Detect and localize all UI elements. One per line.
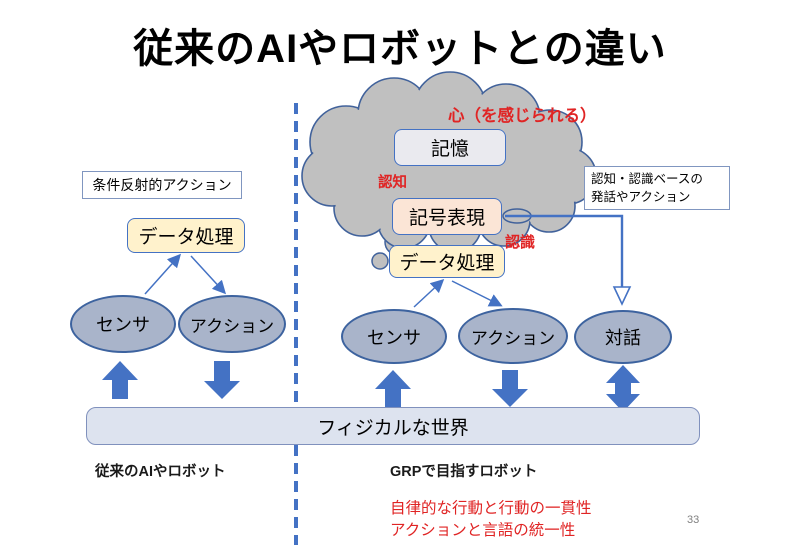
up-down-arrow-icon bbox=[606, 365, 640, 412]
right-caption: GRPで目指すロボット bbox=[390, 464, 538, 480]
left-connector-arrows bbox=[144, 253, 227, 295]
divider-dashed-line bbox=[294, 103, 298, 545]
physical-world-bar: フィジカルな世界 bbox=[86, 407, 700, 445]
left-action-ellipse: アクション bbox=[178, 295, 286, 353]
right-connector-arrows bbox=[413, 278, 503, 308]
cognition-label: 認知 bbox=[378, 175, 407, 191]
left-data-processing-box: データ処理 bbox=[127, 218, 245, 253]
note-line-1: 認知・認識ベースの bbox=[591, 172, 703, 186]
slide-title: 従来のAIやロボットとの違い bbox=[133, 27, 667, 71]
left-caption: 従来のAIやロボット bbox=[95, 464, 226, 480]
highlight-line-2: アクションと言語の統一性 bbox=[390, 521, 576, 539]
down-arrow-icon bbox=[492, 370, 528, 407]
block-arrows bbox=[102, 361, 640, 412]
right-action-ellipse: アクション bbox=[458, 308, 568, 364]
up-arrow-icon bbox=[102, 361, 138, 399]
symbol-representation-box: 記号表現 bbox=[392, 198, 502, 235]
dialogue-ellipse: 対話 bbox=[574, 310, 672, 364]
symbol-to-dialogue-connector bbox=[502, 208, 632, 306]
right-data-processing-box: データ処理 bbox=[389, 245, 505, 278]
left-sensor-ellipse: センサ bbox=[70, 295, 176, 353]
note-line-2: 発話やアクション bbox=[591, 190, 691, 205]
left-reflex-label: 条件反射的アクション bbox=[82, 171, 242, 199]
right-sensor-ellipse: センサ bbox=[341, 309, 447, 364]
up-arrow-icon bbox=[375, 370, 411, 407]
highlight-line-1: 自律的な行動と行動の一貫性 bbox=[390, 500, 592, 517]
page-number: 33 bbox=[687, 514, 700, 526]
recognition-label: 認識 bbox=[505, 234, 536, 251]
memory-box: 記憶 bbox=[394, 129, 506, 166]
cognition-based-note-box: 認知・認識ベースの 発話やアクション bbox=[584, 166, 730, 210]
cloud-heart-label: 心（を感じられる） bbox=[448, 107, 597, 125]
down-arrow-icon bbox=[204, 361, 240, 399]
highlight-text: 自律的な行動と行動の一貫性 アクションと言語の統一性 bbox=[390, 498, 592, 541]
